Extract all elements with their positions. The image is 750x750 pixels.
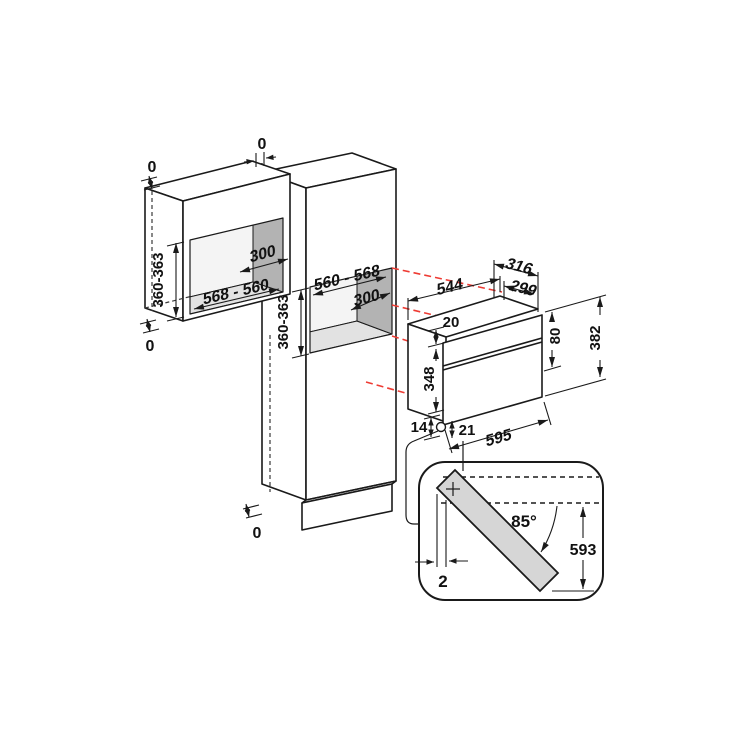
door-gap-label: 2 (438, 572, 447, 591)
wall-cabinet-hidden-bottom-edge (144, 281, 249, 309)
door-swing-detail: 85° 593 2 (405, 430, 604, 601)
dim-oven-top-gap: 20 (427, 314, 460, 348)
dim-oven-upper-height: 80 (543, 312, 564, 372)
hinge-cross-icon (446, 482, 460, 496)
open-door-panel (435, 468, 560, 593)
oven-upper-height-label: 80 (547, 328, 564, 345)
detail-leader-line (405, 430, 439, 525)
wall-niche-height-label: 360-363 (150, 252, 167, 307)
tall-cabinet (261, 152, 397, 531)
dim-zero-bottom-tall: 0 (242, 503, 263, 542)
zero-bottom-tall-label: 0 (253, 525, 262, 542)
oven-frame-width-label: 595 (485, 425, 512, 451)
oven-depth-body-label: 299 (506, 277, 540, 300)
dim-door-gap: 2 (415, 494, 468, 591)
tall-niche-height-label: 360-363 (275, 294, 292, 349)
oven-hinge-offset-label: 21 (459, 422, 476, 439)
dim-door-clearance: 593 (552, 507, 597, 592)
tall-niche-opening (309, 267, 393, 354)
oven-top-gap-label: 20 (443, 314, 460, 331)
wall-niche-opening (189, 217, 284, 315)
dim-wall-niche-height: 360-363 (150, 241, 185, 322)
oven-front-door (442, 314, 543, 426)
dim-tall-niche-height: 360-363 (275, 287, 310, 359)
door-open-angle-label: 85° (511, 512, 537, 531)
oven-handle-groove-top (442, 337, 543, 367)
dim-zero-bottom-left: 0 (139, 318, 160, 355)
oven-depth-total-label: 316 (502, 255, 536, 278)
dim-oven-total-height: 382 (544, 294, 607, 397)
zero-top-left-label: 0 (148, 159, 157, 176)
hinge-pivot-point (435, 421, 447, 433)
oven-front-height-label: 348 (421, 366, 438, 391)
oven (407, 295, 543, 433)
zero-bottom-left-label: 0 (146, 338, 155, 355)
projection-line-bottom-left (365, 381, 442, 404)
oven-handle-groove-bottom (442, 341, 543, 371)
oven-bottom-gap-label: 14 (411, 419, 428, 436)
dim-oven-depth-body: 299 (503, 277, 540, 300)
dim-oven-hinge-offset: 21 (449, 421, 476, 439)
tall-cabinet-plinth (301, 483, 393, 531)
dim-zero-top-mid: 0 (243, 136, 277, 167)
dim-zero-top-left: 0 (140, 159, 161, 191)
dim-oven-front-height: 348 (421, 349, 445, 415)
door-clearance-label: 593 (570, 542, 597, 559)
oven-total-height-label: 382 (587, 325, 604, 350)
door-angle-arc (540, 505, 558, 553)
zero-top-mid-label: 0 (258, 136, 267, 153)
dim-oven-depth-total: 316 (493, 255, 539, 312)
